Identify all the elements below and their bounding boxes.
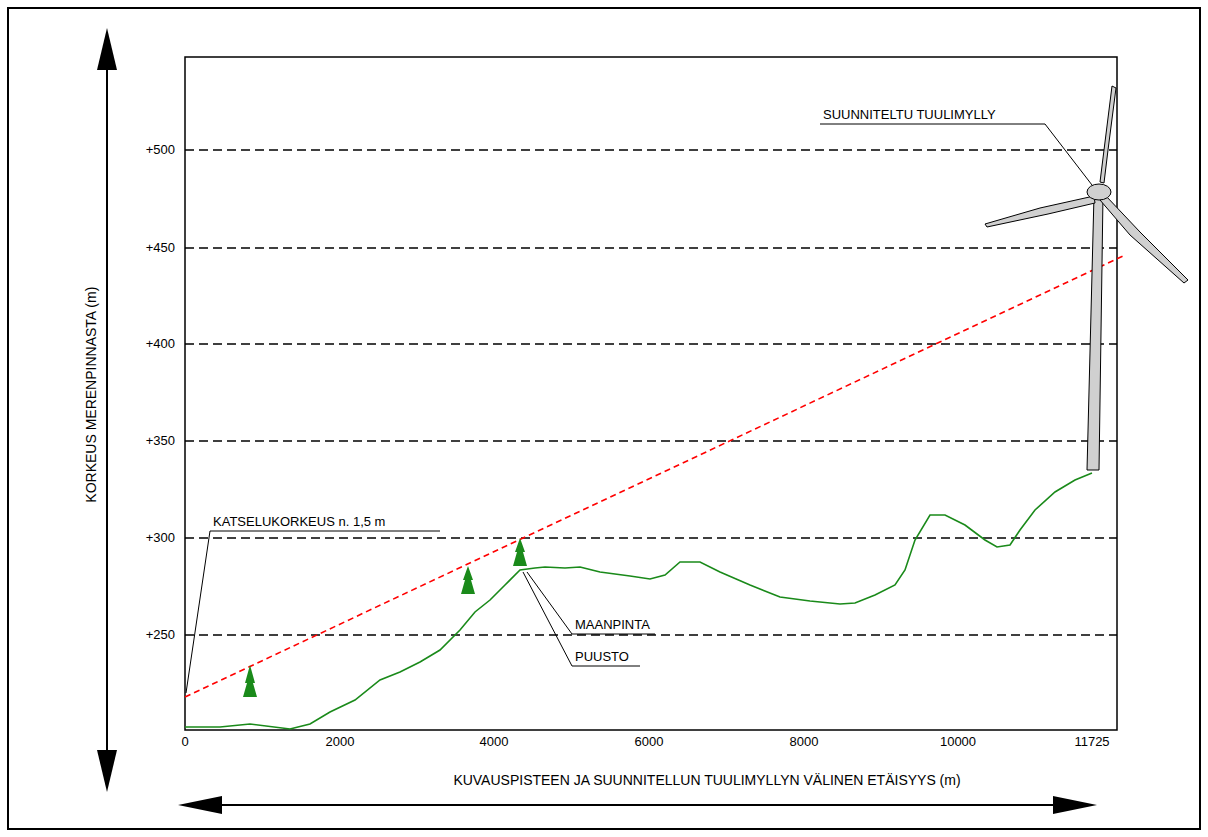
callout-label: KATSELUKORKEUS n. 1,5 m xyxy=(212,515,386,529)
tick-label: 11725 xyxy=(1073,735,1110,749)
frame xyxy=(8,8,1200,829)
callout-label: PUUSTO xyxy=(574,650,630,664)
tick-label: 2000 xyxy=(325,735,356,749)
tick-label: 6000 xyxy=(634,735,665,749)
tick-label: +450 xyxy=(145,241,176,255)
wind-turbine xyxy=(985,86,1188,470)
callout-label: SUUNNITELTU TUULIMYLLY xyxy=(822,108,997,122)
tree-symbols xyxy=(243,538,527,697)
grid-lines xyxy=(185,150,1117,635)
tick-label: +300 xyxy=(145,531,176,545)
tick-label: 0 xyxy=(180,735,189,749)
tick-label: +500 xyxy=(145,143,176,157)
distance-arrow xyxy=(178,796,1097,814)
plot-area xyxy=(185,57,1117,730)
tick-label: +400 xyxy=(145,337,176,351)
callout-label: MAANPINTA xyxy=(574,618,651,632)
tick-label: 10000 xyxy=(939,735,977,749)
ground-profile xyxy=(185,473,1092,729)
height-arrow xyxy=(97,28,117,792)
tick-label: +350 xyxy=(145,434,176,448)
sight-line xyxy=(185,255,1125,697)
tick-label: +250 xyxy=(145,628,176,642)
axis-title: KORKEUS MERENPINNASTA (m) xyxy=(84,286,99,504)
axis-title: KUVAUSPISTEEN JA SUUNNITELLUN TUULIMYLLY… xyxy=(452,773,961,788)
tick-label: 8000 xyxy=(789,735,820,749)
tick-label: 4000 xyxy=(479,735,510,749)
leader-lines xyxy=(186,124,1092,693)
